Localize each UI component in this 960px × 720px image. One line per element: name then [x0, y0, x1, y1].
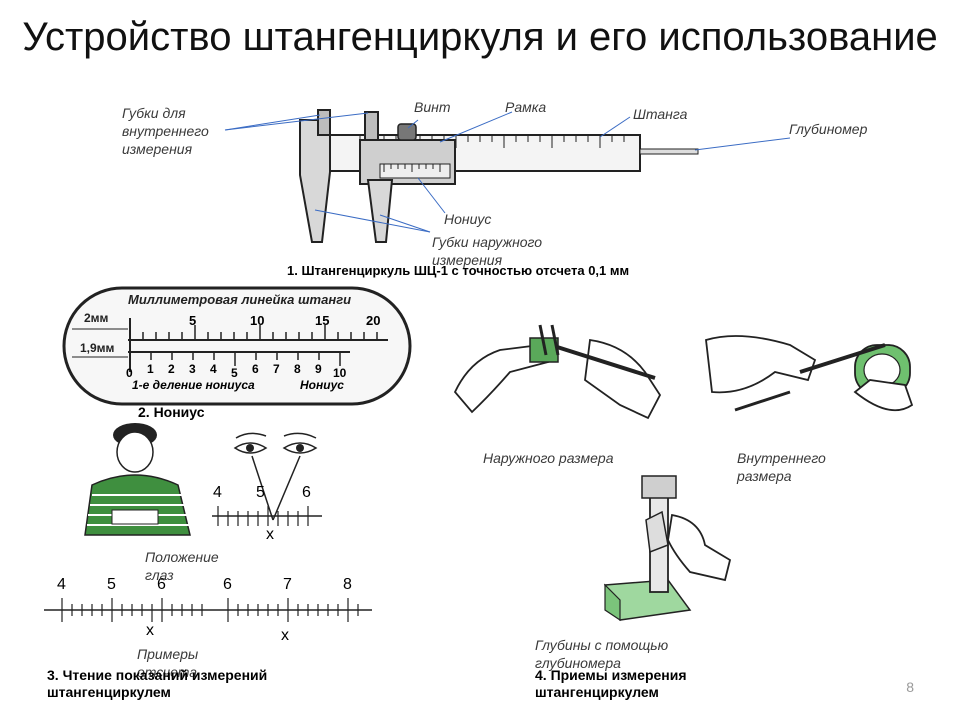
slide-title: Устройство штангенциркуля и его использо…	[22, 15, 938, 59]
label-outer-size: Наружного размера	[483, 450, 614, 466]
vernier-tick-label: 7	[273, 362, 280, 376]
eye-scale-label: 5	[256, 484, 265, 501]
eye-mark: х	[266, 526, 274, 543]
vernier-tick-label: 8	[294, 362, 301, 376]
label-depth-gauge: Глубиномер	[789, 121, 868, 137]
scale-header: Миллиметровая линейка штанги	[128, 292, 352, 307]
caption-4-line-2: штангенциркулем	[535, 684, 659, 700]
example-b-label: 8	[343, 576, 352, 593]
caption-4: 4. Приемы измерения штангенциркулем	[535, 667, 735, 701]
label-depth: Глубины с помощью глубиномера	[535, 637, 669, 671]
vernier-tick-label: 4	[210, 362, 217, 376]
vernier-tick-label: 6	[252, 362, 259, 376]
first-division-label: 1-е деление нониуса	[132, 378, 255, 392]
eye-scale-label: 4	[213, 484, 222, 501]
eye-scale-label: 6	[302, 484, 311, 501]
example-b-label: 6	[223, 576, 232, 593]
main-tick-label: 20	[366, 313, 381, 328]
caption-3-line-1: 3. Чтение показаний измерений	[47, 667, 268, 683]
caption-3-line-2: штангенциркулем	[47, 684, 171, 700]
vernier-tick-label: 3	[189, 362, 196, 376]
vernier-tick-label: 1	[147, 362, 154, 376]
label-inner-jaws: Губки для внутреннего измерения	[122, 105, 209, 157]
example-a-label: 4	[57, 576, 66, 593]
caption-2: 2. Нониус	[138, 404, 205, 420]
label-outer-jaws: Губки наружного измерения	[432, 234, 543, 268]
caption-3: 3. Чтение показаний измерений штангенцир…	[47, 667, 317, 701]
label-vernier: Нониус	[444, 211, 492, 227]
example-a-label: 5	[107, 576, 116, 593]
vernier-tick-label: 5	[231, 366, 238, 380]
label-screw: Винт	[414, 99, 451, 115]
label-eye-position: Положение глаз	[145, 549, 219, 583]
caption-1: 1. Штангенциркуль ШЦ-1 с точностью отсче…	[287, 263, 630, 278]
scale-left-mark-1: 2мм	[84, 311, 109, 325]
vernier-word-label: Нониус	[300, 378, 344, 392]
caption-4-line-1: 4. Приемы измерения	[535, 667, 687, 683]
main-tick-label: 10	[250, 313, 265, 328]
page-number: 8	[906, 679, 914, 695]
example-a-label: 6	[157, 576, 166, 593]
vernier-tick-label: 0	[126, 366, 133, 380]
vernier-tick-label: 9	[315, 362, 322, 376]
label-bar: Штанга	[633, 106, 688, 122]
scale-left-mark-2: 1,9мм	[80, 341, 115, 355]
label-frame: Рамка	[505, 99, 547, 115]
vernier-tick-label: 2	[168, 362, 175, 376]
main-tick-label: 5	[189, 313, 197, 328]
example-a-mark: х	[146, 622, 154, 639]
example-b-mark: х	[281, 627, 289, 644]
label-inner-size: Внутреннего размера	[737, 450, 826, 484]
vernier-tick-label: 10	[333, 366, 347, 380]
label-examples: Примеры отсчета	[137, 646, 199, 680]
example-b-label: 7	[283, 576, 292, 593]
main-tick-label: 15	[315, 313, 330, 328]
